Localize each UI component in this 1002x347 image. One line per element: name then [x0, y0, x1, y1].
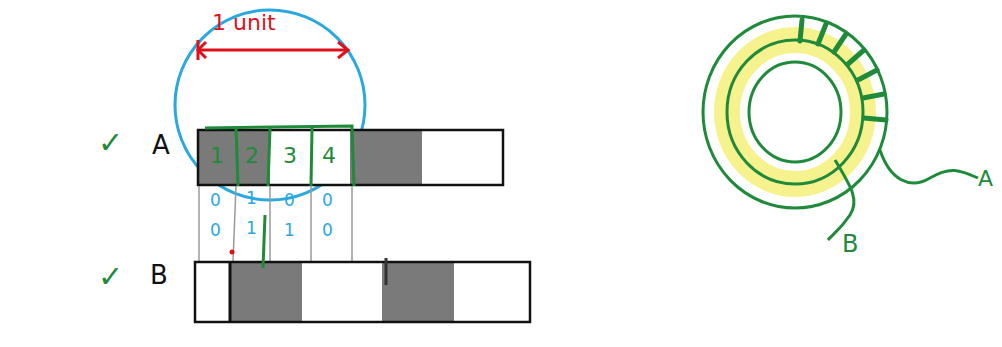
segment-number: 1: [210, 145, 224, 167]
check-mark: ✓: [98, 262, 123, 292]
ring-label: A: [978, 168, 993, 190]
bit-digit: 1: [284, 222, 295, 239]
guide-lines: [199, 186, 352, 262]
bit-digit: 1: [246, 190, 257, 207]
bit-digit: 0: [284, 192, 295, 209]
bit-digit: 0: [322, 222, 333, 239]
unit-arrow: [198, 40, 348, 60]
subdivision-lines: [205, 126, 354, 186]
marker-dot: [230, 250, 235, 255]
bar-label: A: [152, 132, 170, 158]
marker-line: [263, 215, 265, 268]
bit-digit: 0: [210, 222, 221, 239]
dimension-label: 1 unit: [212, 12, 276, 34]
bar-a: [198, 130, 503, 185]
bit-digit: 0: [322, 192, 333, 209]
segment-number: 3: [283, 145, 297, 167]
check-mark: ✓: [98, 128, 123, 158]
ring-label: B: [842, 232, 858, 256]
bar-b: [195, 258, 530, 322]
bit-digit: 1: [246, 220, 257, 237]
segment-number: 2: [245, 145, 259, 167]
bar-label: B: [150, 262, 168, 288]
segment-number: 4: [322, 145, 336, 167]
bit-digit: 0: [210, 192, 221, 209]
ring-illustration: [703, 16, 978, 240]
